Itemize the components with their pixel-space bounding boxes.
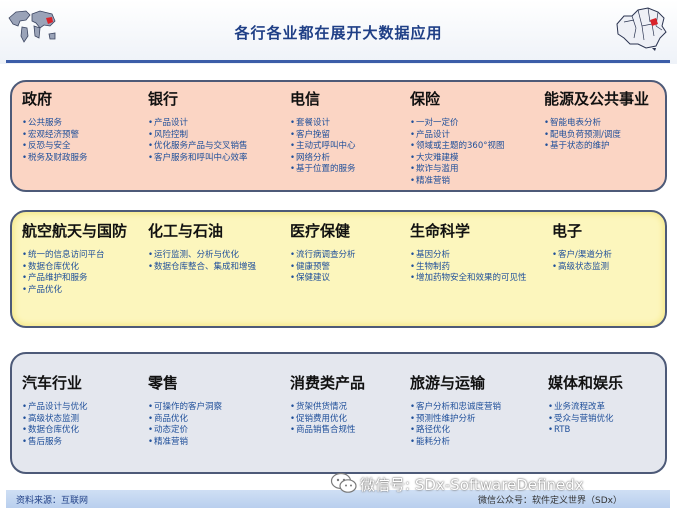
list-item: 促销费用优化 <box>290 414 414 426</box>
list-item: 优化服务产品与交叉销售 <box>148 141 272 153</box>
sector-title: 银行 <box>148 90 179 108</box>
panel-industry: 航空航天与国防 统一的信息访问平台 数据仓库优化 产品维护和服务 产品优化 化工… <box>10 210 667 328</box>
panel-public-finance: 政府 公共服务 宏观经济预警 反恐与安全 税务及财政服务 银行 产品设计 风险控… <box>10 80 667 192</box>
list-item: 一对一定价 <box>410 118 534 130</box>
sector-aerospace-defense: 航空航天与国防 统一的信息访问平台 数据仓库优化 产品维护和服务 产品优化 <box>22 220 146 296</box>
list-item: 产品设计 <box>410 130 534 142</box>
list-item: 风险控制 <box>148 130 272 142</box>
list-item: 精准营销 <box>148 437 272 449</box>
list-item: 业务流程改革 <box>548 402 672 414</box>
sector-title: 化工与石油 <box>148 222 224 240</box>
list-item: 精准营销 <box>410 176 534 188</box>
watermark-text: 微信号: SDx-SoftwareDefinedx <box>360 476 584 494</box>
sector-title: 旅游与运输 <box>410 374 486 392</box>
sector-life-sciences: 生命科学 基因分析 生物制药 增加药物安全和效果的可见性 <box>410 220 534 285</box>
sector-energy-utilities: 能源及公共事业 智能电表分析 配电负荷预测/调度 基于状态的维护 <box>544 88 668 153</box>
list-item: 客户服务和呼叫中心效率 <box>148 153 272 165</box>
list-item: 基于状态的维护 <box>544 141 668 153</box>
header-rule <box>6 60 670 63</box>
sector-chemical-oil: 化工与石油 运行监测、分析与优化 数据仓库整合、集成和增强 <box>148 220 272 273</box>
sector-electronics: 电子 客户/渠道分析 高级状态监测 <box>552 220 652 273</box>
sector-title: 媒体和娱乐 <box>548 374 624 392</box>
list-item: 产品优化 <box>22 285 146 297</box>
sector-title: 政府 <box>22 90 53 108</box>
list-item: 配电负荷预测/调度 <box>544 130 668 142</box>
list-item: 客户挽留 <box>290 130 414 142</box>
list-item: 基于位置的服务 <box>290 164 414 176</box>
list-item: 货架供货情况 <box>290 402 414 414</box>
account-note: 微信公众号：软件定义世界（SDx） <box>478 496 622 506</box>
list-item: 可操作的客户洞察 <box>148 402 272 414</box>
list-item: 流行病调查分析 <box>290 250 414 262</box>
list-item: 运行监测、分析与优化 <box>148 250 272 262</box>
list-item: 套餐设计 <box>290 118 414 130</box>
sector-retail: 零售 可操作的客户洞察 商品优化 动态定价 精准营销 <box>148 372 272 448</box>
list-item: 生物制药 <box>410 262 534 274</box>
list-item: 产品设计 <box>148 118 272 130</box>
sector-insurance: 保险 一对一定价 产品设计 领域或主题的360°视图 大灾难建模 欺诈与滥用 精… <box>410 88 534 187</box>
list-item: 商品销售合规性 <box>290 425 414 437</box>
list-item: 数据仓库优化 <box>22 262 146 274</box>
list-item: 基因分析 <box>410 250 534 262</box>
sector-title: 汽车行业 <box>22 374 83 392</box>
list-item: 受众与营销优化 <box>548 414 672 426</box>
list-item: 售后服务 <box>22 437 122 449</box>
world-map-icon <box>8 10 56 43</box>
list-item: 税务及财政服务 <box>22 153 146 165</box>
sector-banking: 银行 产品设计 风险控制 优化服务产品与交叉销售 客户服务和呼叫中心效率 <box>148 88 272 164</box>
list-item: 商品优化 <box>148 414 272 426</box>
list-item: 产品维护和服务 <box>22 273 146 285</box>
list-item: 预测性维护分析 <box>410 414 534 426</box>
list-item: 高级状态监测 <box>552 262 652 274</box>
sector-title: 医疗保健 <box>290 222 351 240</box>
list-item: 欺诈与滥用 <box>410 164 534 176</box>
sector-media-entertainment: 媒体和娱乐 业务流程改革 受众与营销优化 RTB <box>548 372 672 437</box>
sector-telecom: 电信 套餐设计 客户挽留 主动式呼叫中心 网络分析 基于位置的服务 <box>290 88 414 176</box>
header-bar <box>0 0 677 64</box>
list-item: 保健建议 <box>290 273 414 285</box>
source-note: 资料来源：互联网 <box>16 496 89 506</box>
sector-title: 保险 <box>410 90 441 108</box>
page-title: 各行各业都在展开大数据应用 <box>234 24 443 42</box>
list-item: 网络分析 <box>290 153 414 165</box>
list-item: 宏观经济预警 <box>22 130 146 142</box>
list-item: 高级状态监测 <box>22 414 122 426</box>
sector-automotive: 汽车行业 产品设计与优化 高级状态监测 数据仓库优化 售后服务 <box>22 372 122 448</box>
sector-government: 政府 公共服务 宏观经济预警 反恐与安全 税务及财政服务 <box>22 88 146 164</box>
sector-title: 电子 <box>552 222 583 240</box>
sector-title: 生命科学 <box>410 222 471 240</box>
list-item: RTB <box>548 425 672 437</box>
list-item: 智能电表分析 <box>544 118 668 130</box>
sector-title: 零售 <box>148 374 179 392</box>
sector-healthcare: 医疗保健 流行病调查分析 健康预警 保健建议 <box>290 220 414 285</box>
list-item: 客户分析和忠诚度营销 <box>410 402 534 414</box>
list-item: 反恐与安全 <box>22 141 146 153</box>
list-item: 增加药物安全和效果的可见性 <box>410 273 534 285</box>
list-item: 大灾难建模 <box>410 153 534 165</box>
sector-title: 消费类产品 <box>290 374 366 392</box>
panel-consumer: 汽车行业 产品设计与优化 高级状态监测 数据仓库优化 售后服务 零售 可操作的客… <box>10 352 667 474</box>
sector-travel-transport: 旅游与运输 客户分析和忠诚度营销 预测性维护分析 路径优化 能耗分析 <box>410 372 534 448</box>
list-item: 客户/渠道分析 <box>552 250 652 262</box>
list-item: 产品设计与优化 <box>22 402 122 414</box>
list-item: 主动式呼叫中心 <box>290 141 414 153</box>
list-item: 统一的信息访问平台 <box>22 250 146 262</box>
list-item: 公共服务 <box>22 118 146 130</box>
list-item: 数据仓库优化 <box>22 425 122 437</box>
china-map-icon <box>616 7 667 51</box>
sector-consumer-products: 消费类产品 货架供货情况 促销费用优化 商品销售合规性 <box>290 372 414 437</box>
list-item: 数据仓库整合、集成和增强 <box>148 262 272 274</box>
sector-title: 电信 <box>290 90 321 108</box>
footer-bar <box>6 490 670 508</box>
sector-title: 能源及公共事业 <box>544 90 650 108</box>
list-item: 健康预警 <box>290 262 414 274</box>
list-item: 领域或主题的360°视图 <box>410 141 534 153</box>
list-item: 路径优化 <box>410 425 534 437</box>
sector-title: 航空航天与国防 <box>22 222 128 240</box>
wechat-icon <box>330 472 357 493</box>
list-item: 动态定价 <box>148 425 272 437</box>
list-item: 能耗分析 <box>410 437 534 449</box>
